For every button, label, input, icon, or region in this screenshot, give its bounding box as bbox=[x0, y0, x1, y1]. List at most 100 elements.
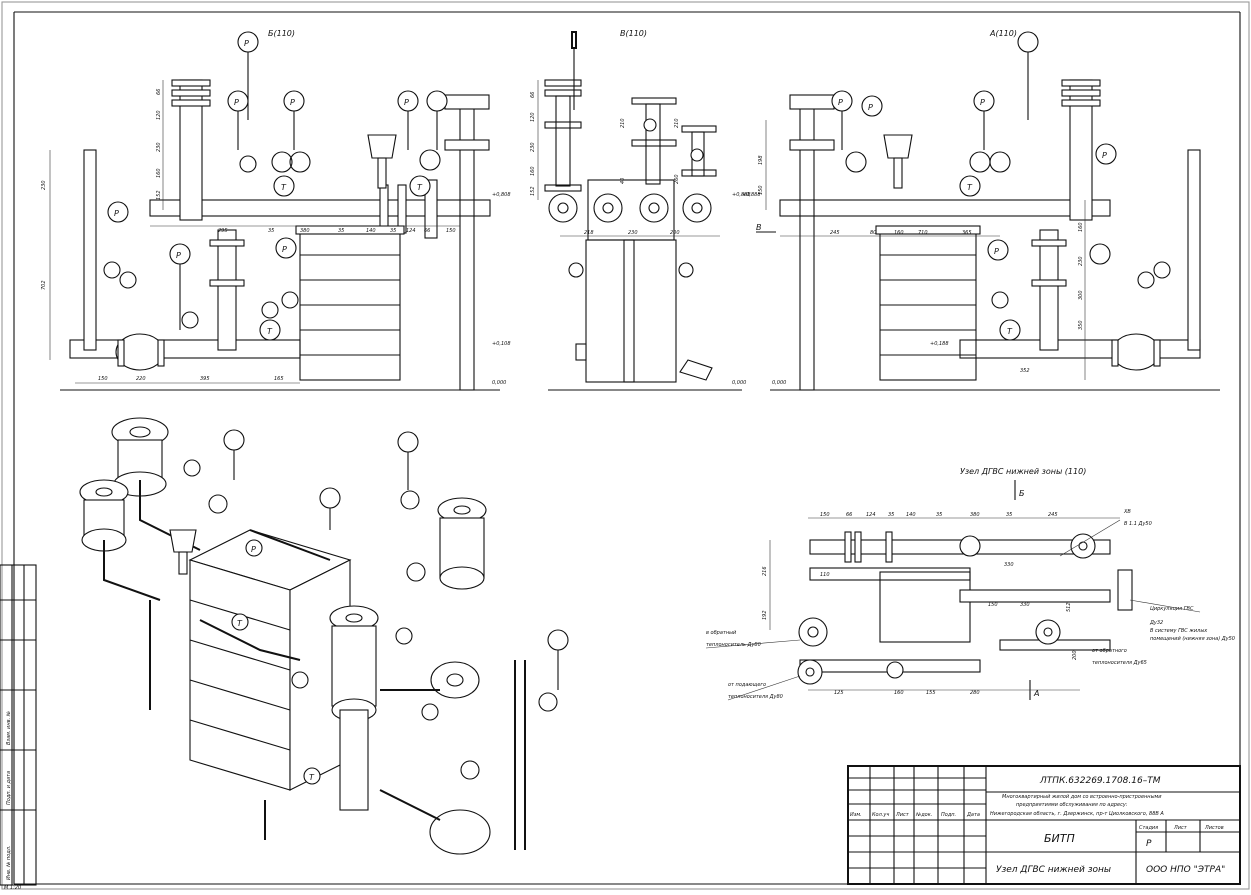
level-v-2: 0,000 bbox=[732, 380, 746, 386]
project-line-1: Многоквартирный жилой дом со встроенно-п… bbox=[1002, 794, 1162, 800]
dim-b-mid-8: 66 bbox=[424, 228, 430, 234]
dim-plan-mid-7: 192 bbox=[762, 610, 768, 620]
gauge-a1-letter: P bbox=[838, 98, 843, 107]
level-a-2: +0,188 bbox=[930, 341, 949, 347]
plan-label-circ: Циркуляция ГВС bbox=[1150, 606, 1194, 612]
thermo-a2-letter: T bbox=[1007, 327, 1013, 336]
iso-thermo-letter-2: T bbox=[309, 773, 315, 782]
dim-a-right-5: 352 bbox=[1020, 368, 1030, 374]
dim-a-mid-1: 245 bbox=[830, 230, 840, 236]
dim-b-top-3: 230 bbox=[156, 142, 162, 152]
gauge-a2-letter: P bbox=[868, 103, 873, 112]
gauge-b2-letter: P bbox=[234, 98, 239, 107]
dim-v-mid-1: 218 bbox=[584, 230, 594, 236]
dim-b-mid-7: 124 bbox=[406, 228, 416, 234]
view-arrow-v-marker: В bbox=[756, 223, 762, 232]
dim-b-top-5: 152 bbox=[156, 190, 162, 200]
dim-b-mid-5: 140 bbox=[366, 228, 376, 234]
dim-plan-top-8: 35 bbox=[1006, 512, 1012, 518]
gauge-b1-letter: P bbox=[244, 39, 249, 48]
dim-b-mid-3: 380 bbox=[300, 228, 310, 234]
level-b-3: 0,000 bbox=[492, 380, 506, 386]
level-a-3: 0,000 bbox=[772, 380, 786, 386]
dim-a-right-3: 300 bbox=[1078, 290, 1084, 300]
project-line-2: предприятиями обслуживания по адресу: bbox=[1016, 802, 1128, 808]
level-a-1: +0,888 bbox=[742, 192, 761, 198]
thermo-a1-letter: T bbox=[967, 183, 973, 192]
gauge-b5-letter: P bbox=[176, 251, 181, 260]
dim-b-top-1: 66 bbox=[156, 89, 162, 95]
dim-plan-top-2: 66 bbox=[846, 512, 852, 518]
dim-v-inner-3: 40 bbox=[620, 178, 626, 184]
dim-a-left-1: 198 bbox=[758, 155, 764, 165]
plan-label-ret2: теплоноситель Ду80 bbox=[706, 642, 761, 648]
plan-title: Узел ДГВС нижней зоны (110) bbox=[960, 467, 1086, 476]
dim-plan-top-1: 150 bbox=[820, 512, 830, 518]
project-line-3: Нижегородская область, г. Дзержинск, пр-… bbox=[990, 811, 1164, 817]
stamp-sign-label: Подп. и дата bbox=[6, 771, 12, 805]
view-a: А(110) P bbox=[742, 29, 1220, 391]
plan-marker-b: Б bbox=[1019, 489, 1025, 498]
dim-plan-bottom-1: 125 bbox=[834, 690, 844, 696]
dim-b-bottom-1: 150 bbox=[98, 376, 108, 382]
dim-plan-top-7: 380 bbox=[970, 512, 980, 518]
view-b: Б(110) bbox=[41, 29, 511, 391]
dim-b-top-2: 120 bbox=[156, 110, 162, 120]
title-block: ЛТПК.632269.1708.16–ТМ Многоквартирный ж… bbox=[847, 765, 1241, 885]
plan-label-from-sup2: теплоносителя Ду80 bbox=[728, 694, 783, 700]
dim-a-mid-4: 710 bbox=[918, 230, 928, 236]
dim-v-left-4: 160 bbox=[530, 166, 536, 176]
dim-plan-right-1: 200 bbox=[1072, 650, 1078, 660]
dim-v-mid-3: 200 bbox=[670, 230, 680, 236]
dim-b-left-1: 230 bbox=[41, 180, 47, 190]
stage-header: Стадия bbox=[1139, 825, 1158, 831]
dim-a-right-1: 160 bbox=[1078, 222, 1084, 232]
scale-note: M 1:20 bbox=[4, 885, 21, 891]
thermo-b3-letter: T bbox=[267, 327, 273, 336]
gauge-b3-letter: P bbox=[290, 98, 295, 107]
dim-v-left-2: 120 bbox=[530, 112, 536, 122]
gauge-b4-letter: P bbox=[404, 98, 409, 107]
drawing-name: Узел ДГВС нижней зоны bbox=[996, 865, 1111, 875]
sheet-header: Лист bbox=[1173, 825, 1188, 831]
organization-name: ООО НПО "ЭТРА" bbox=[1146, 865, 1225, 875]
dim-b-top-4: 160 bbox=[156, 168, 162, 178]
doc-number: ЛТПК.632269.1708.16–ТМ bbox=[1039, 776, 1161, 786]
dim-v-left-1: 66 bbox=[530, 92, 536, 98]
col-sheet: Лист bbox=[895, 812, 910, 818]
dim-v-inner-4: 260 bbox=[674, 174, 680, 184]
dim-plan-top-6: 35 bbox=[936, 512, 942, 518]
stamp-replace-label: Взам. инв. № bbox=[6, 711, 12, 745]
col-docnum: №док. bbox=[915, 812, 932, 818]
dim-plan-mid-2: 110 bbox=[820, 572, 830, 578]
dim-v-left-3: 230 bbox=[530, 142, 536, 152]
plan-label-supply2: В систему ГВС жилых bbox=[1150, 628, 1207, 634]
gauge-a5-letter: P bbox=[994, 247, 999, 256]
dim-b-bottom-4: 165 bbox=[274, 376, 284, 382]
view-b-title: Б(110) bbox=[268, 29, 295, 38]
plan-view: Узел ДГВС нижней зоны (110) Б А 150 66 1… bbox=[705, 467, 1235, 701]
gauge-b7-letter: P bbox=[114, 209, 119, 218]
dim-plan-mid-1: 216 bbox=[762, 566, 768, 576]
dim-a-left-2: 150 bbox=[758, 185, 764, 195]
view-v-title: В(110) bbox=[620, 29, 647, 38]
dim-plan-top-4: 35 bbox=[888, 512, 894, 518]
dim-plan-mid-3: 330 bbox=[1004, 562, 1014, 568]
dim-a-mid-3: 160 bbox=[894, 230, 904, 236]
dim-b-bottom-3: 395 bbox=[200, 376, 210, 382]
col-date: Дата bbox=[966, 812, 980, 818]
dim-plan-bottom-2: 160 bbox=[894, 690, 904, 696]
gauge-a3-letter: P bbox=[980, 98, 985, 107]
iso-gauge-letter: P bbox=[251, 545, 256, 554]
section-name: БИТП bbox=[1044, 832, 1075, 845]
plan-label-supply1: Ду32 bbox=[1149, 620, 1163, 626]
plan-marker-a: А bbox=[1033, 689, 1039, 698]
level-b-1: +0,808 bbox=[492, 192, 511, 198]
dim-v-left-5: 152 bbox=[530, 186, 536, 196]
sheets-header: Листов bbox=[1204, 825, 1224, 831]
dim-b-mid-1: 295 bbox=[218, 228, 228, 234]
gauge-b6-letter: P bbox=[282, 245, 287, 254]
isometric-view: P T T bbox=[79, 417, 569, 855]
dim-b-mid-6: 35 bbox=[390, 228, 396, 234]
